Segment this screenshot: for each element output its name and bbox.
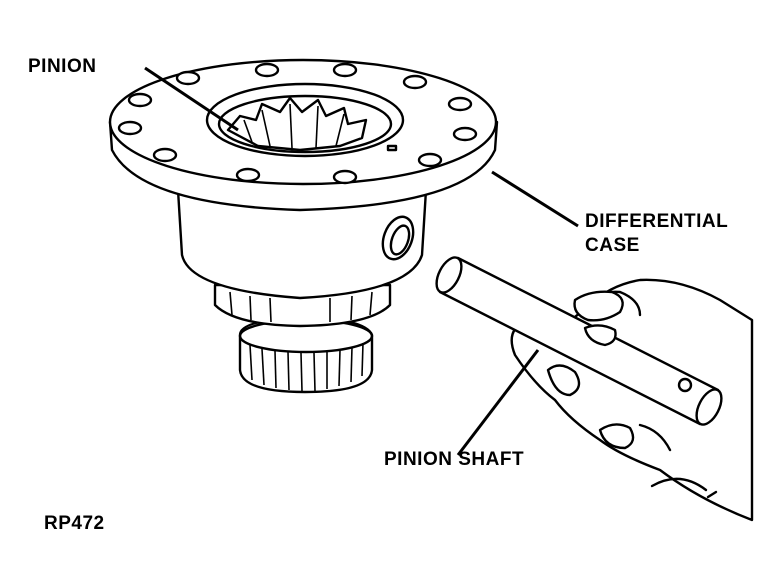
label-pinion-shaft: PINION SHAFT [384, 449, 525, 470]
case-neck [213, 283, 392, 328]
bearing [238, 316, 374, 394]
shaft-leader [456, 349, 540, 456]
label-case: CASE [585, 235, 640, 256]
case-leader [491, 170, 579, 228]
label-pinion: PINION [28, 56, 97, 77]
label-differential: DIFFERENTIAL [585, 211, 729, 232]
flange [108, 58, 499, 212]
pinion-leader [144, 66, 239, 132]
pinion-gear [226, 96, 398, 152]
finger [573, 290, 624, 347]
case-body [176, 188, 428, 300]
leader-lines [144, 66, 579, 456]
figure-code: RP472 [44, 513, 105, 534]
pinion-shaft [435, 256, 723, 426]
